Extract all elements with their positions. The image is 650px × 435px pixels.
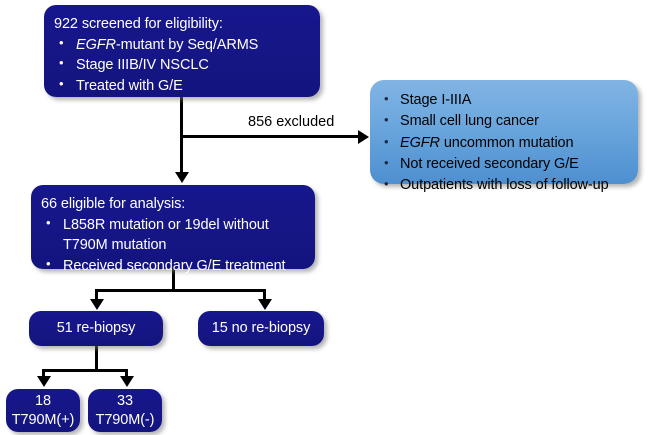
list-item: Not received secondary G/E [378,153,630,175]
list-item: Received secondary G/E treatment [41,255,305,277]
node-922-screened: 922 screened for eligibility: EGFR-mutan… [44,5,320,97]
arrowhead-down-to-t790m-negative [119,376,134,387]
list-item: Treated with G/E [54,75,310,97]
edge-to-15-no-re-biopsy [263,289,266,301]
list-item: EGFR uncommon mutation [378,132,630,154]
node-51-re-biopsy: 51 re-biopsy [29,311,163,346]
edge-label-856-excluded: 856 excluded [248,114,335,130]
node-t790m-positive-count: 18 [35,393,51,410]
arrowhead-down-to-15-no-re-biopsy [257,299,272,310]
edge-to-51-re-biopsy [95,289,98,301]
list-item: Small cell lung cancer [378,110,630,132]
arrowhead-down-to-51-re-biopsy [89,299,104,310]
node-t790m-positive-label: T790M(+) [11,411,75,428]
edge-re-biopsy-split-bar [42,369,128,372]
node-t790m-negative: 33 T790M(-) [88,389,162,432]
node-t790m-positive: 18 T790M(+) [6,389,80,432]
arrowhead-down-to-eligible [174,172,189,183]
edge-eligible-trunk [172,269,175,291]
edge-to-t790m-negative [125,369,128,378]
arrowhead-down-to-t790m-positive [36,376,51,387]
node-t790m-negative-count: 33 [117,393,133,410]
list-item: Stage IIIB/IV NSCLC [54,54,310,76]
node-922-screened-title: 922 screened for eligibility: [54,16,223,32]
node-t790m-negative-label: T790M(-) [95,411,155,428]
edge-re-biopsy-trunk [95,346,98,371]
list-item: Stage I-IIIA [378,89,630,111]
edge-to-t790m-positive [42,369,45,378]
node-66-eligible-title: 66 eligible for analysis: [41,196,186,212]
list-item: EGFR-mutant by Seq/ARMS [54,34,310,56]
node-51-re-biopsy-label: 51 re-biopsy [56,320,136,337]
node-15-no-re-biopsy: 15 no re-biopsy [198,311,324,346]
edge-screened-to-excluded [180,135,360,138]
node-922-screened-bullet-list: EGFR-mutant by Seq/ARMS Stage IIIB/IV NS… [54,34,310,97]
node-15-no-re-biopsy-label: 15 no re-biopsy [211,320,311,337]
node-66-eligible: 66 eligible for analysis: L858R mutation… [31,185,315,274]
edge-eligible-split-bar [95,289,266,292]
node-excluded-bullet-list: Stage I-IIIA Small cell lung cancer EGFR… [378,89,630,197]
list-item: Outpatients with loss of follow-up [378,174,630,196]
node-66-eligible-bullet-list: L858R mutation or 19del without T790M mu… [41,214,305,277]
list-item: L858R mutation or 19del without T790M mu… [41,214,305,256]
node-excluded-criteria: Stage I-IIIA Small cell lung cancer EGFR… [370,80,638,194]
arrowhead-right-to-excluded [358,129,369,144]
